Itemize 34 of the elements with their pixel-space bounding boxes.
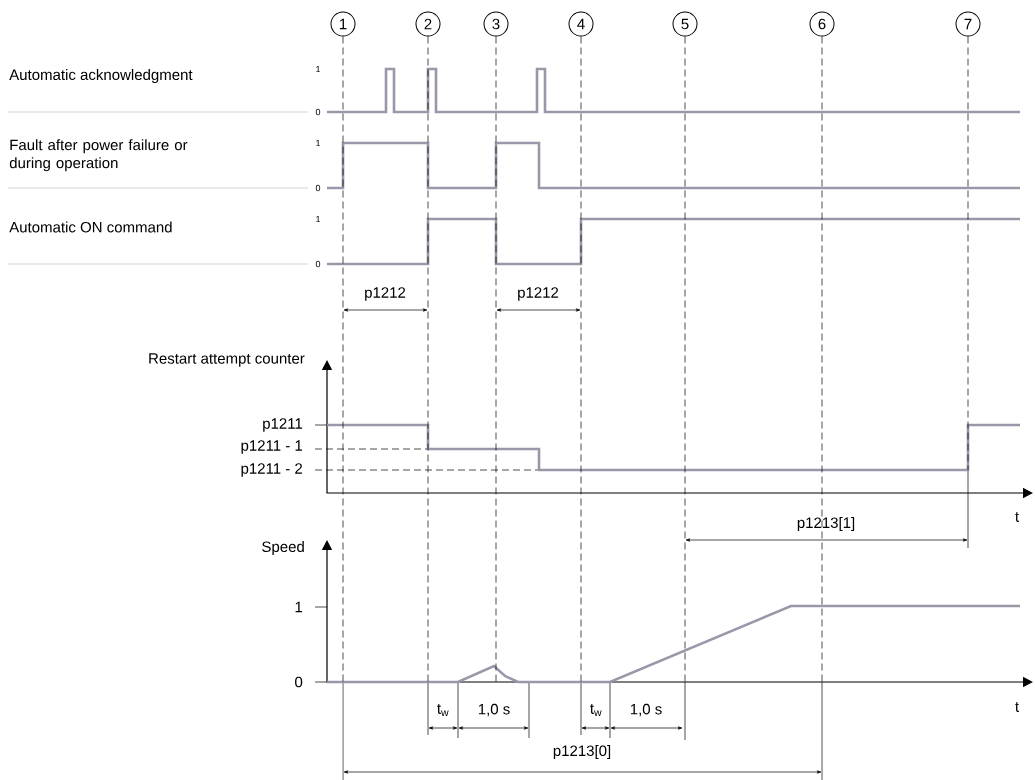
signal-name: Automatic ON command [9, 221, 172, 233]
callout-number: 1 [330, 11, 356, 37]
tick-label: p1211 - 1 [241, 440, 303, 454]
callout-number: 4 [568, 11, 594, 37]
dimension-label: t$_{w}$ [437, 704, 449, 716]
callout-number: 7 [955, 11, 981, 37]
tick-label: p1211 [263, 418, 303, 432]
dimension-label: p1212 [518, 287, 559, 301]
dimension-label: p1212 [365, 287, 406, 301]
callout-number: 2 [415, 11, 441, 37]
dimension-label: p1213[0] [553, 745, 611, 759]
level-label: 1 [316, 215, 321, 223]
level-label: 0 [315, 184, 321, 192]
axis-label: t [1015, 702, 1019, 712]
dimension-label: 1,0 s [630, 703, 662, 717]
level-label: 1 [316, 139, 321, 147]
axis-label: t [1015, 512, 1019, 522]
level-label: 1 [316, 65, 321, 73]
level-label: 0 [315, 108, 321, 116]
callout-number: 5 [672, 11, 698, 37]
axis-label: Speed [262, 541, 304, 555]
marker-line [967, 36, 969, 471]
dimension-label: t$_{w}$ [590, 704, 602, 716]
level-label: 0 [315, 260, 321, 268]
axis-label: Restart attempt counter [149, 353, 305, 367]
tick-label: 1 [295, 601, 303, 613]
callout-number: 6 [809, 11, 835, 37]
dimension-label: 1,0 s [478, 703, 510, 717]
tick-label: p1211 - 2 [241, 463, 303, 477]
callout-number: 3 [483, 11, 509, 37]
tick-label: 0 [295, 676, 303, 688]
signal-name: Fault after power failure or during operation [9, 139, 188, 172]
dimension-label: p1213[1] [797, 517, 855, 531]
signal-name: Automatic acknowledgment [9, 69, 193, 83]
